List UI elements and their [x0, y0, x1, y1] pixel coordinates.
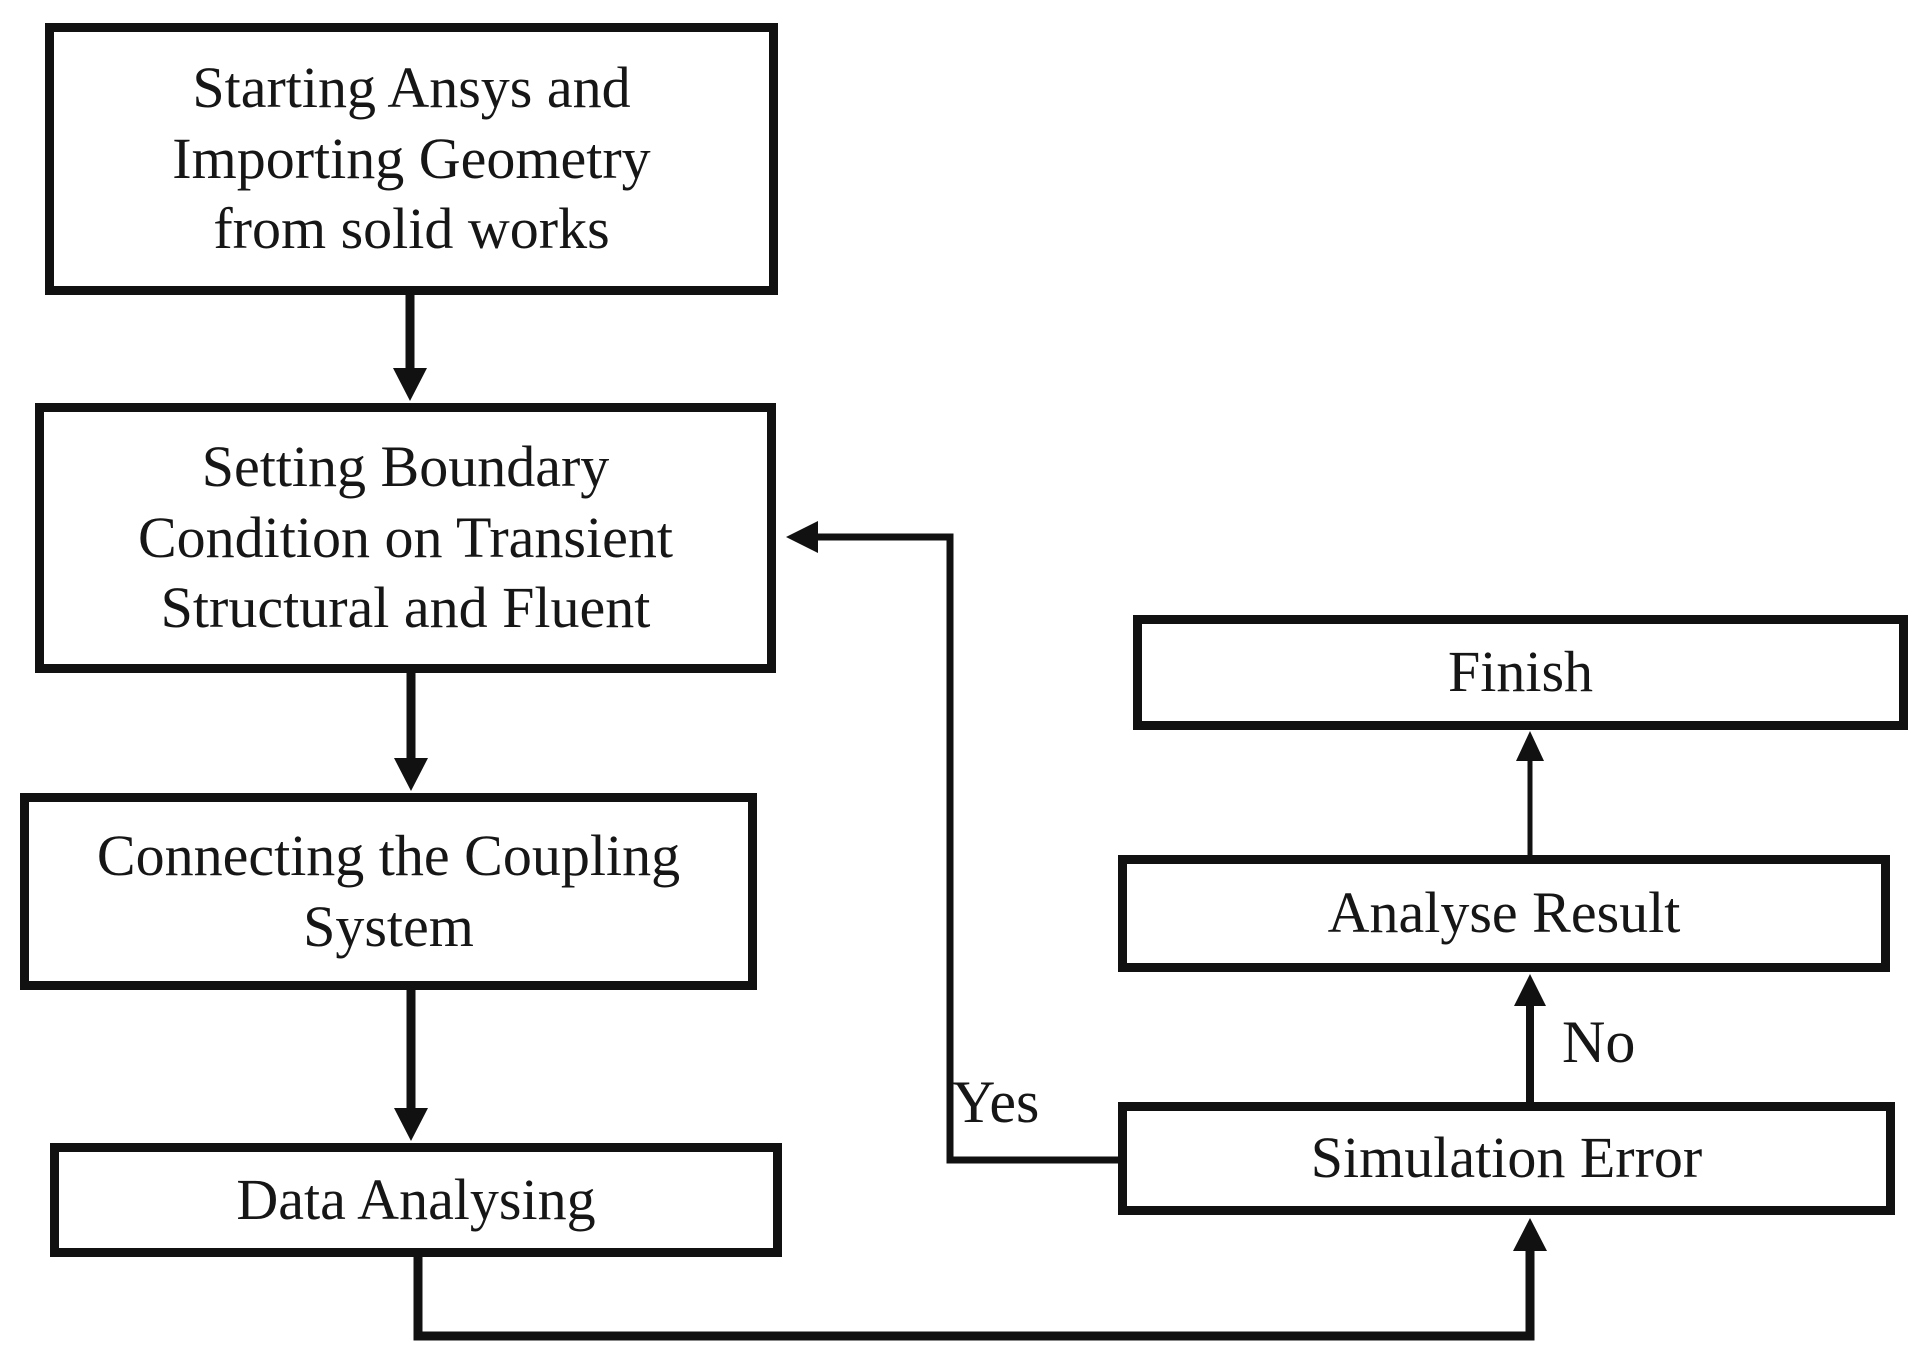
arrowhead-analyse-to-finish — [1516, 731, 1544, 761]
node-analyse-result-line-1: Analyse Result — [1327, 880, 1681, 946]
node-start: Starting Ansys and Importing Geometry fr… — [45, 23, 778, 295]
node-simulation-error-line-1: Simulation Error — [1310, 1125, 1703, 1191]
node-finish-line-1: Finish — [1447, 639, 1594, 705]
node-connecting-coupling: Connecting the Coupling System — [20, 793, 757, 990]
node-connecting-coupling-line-2: System — [303, 893, 474, 959]
node-start-line-2: Importing Geometry — [172, 125, 651, 191]
edge-data-to-simulation-error — [413, 1244, 1535, 1341]
edge-label-yes: Yes — [952, 1069, 1040, 1135]
node-simulation-error: Simulation Error — [1118, 1102, 1895, 1215]
node-setting-boundary-line-2: Condition on Transient — [138, 504, 673, 570]
arrowhead-boundary-to-coupling — [394, 758, 428, 791]
arrowhead-yes-simulation-to-boundary — [786, 521, 818, 553]
arrowhead-data-to-simulation-error — [1513, 1218, 1547, 1251]
node-data-analysing: Data Analysing — [50, 1143, 782, 1257]
edge-label-no: No — [1562, 1009, 1636, 1075]
node-setting-boundary-line-3: Structural and Fluent — [160, 575, 651, 641]
node-start-line-1: Starting Ansys and — [192, 54, 631, 120]
node-start-line-3: from solid works — [213, 196, 610, 262]
node-analyse-result: Analyse Result — [1118, 855, 1890, 972]
arrowhead-coupling-to-data — [394, 1108, 428, 1141]
node-connecting-coupling-line-1: Connecting the Coupling — [96, 822, 681, 888]
edge-yes-simulation-to-boundary — [812, 533, 1118, 1164]
node-setting-boundary-line-1: Setting Boundary — [201, 433, 610, 499]
node-data-analysing-line-1: Data Analysing — [236, 1166, 596, 1232]
node-setting-boundary: Setting Boundary Condition on Transient … — [35, 403, 776, 673]
arrowhead-start-to-boundary — [393, 368, 427, 401]
arrowhead-no-simulation-to-analyse — [1514, 974, 1546, 1006]
node-finish: Finish — [1133, 615, 1908, 730]
